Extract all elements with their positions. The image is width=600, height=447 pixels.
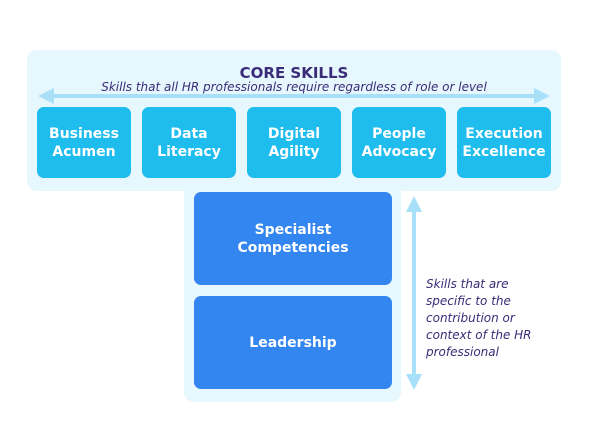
label: People bbox=[372, 125, 426, 142]
vertical-double-arrow bbox=[406, 196, 422, 390]
label: Execution bbox=[465, 125, 543, 142]
core-skills-title: CORE SKILLS bbox=[239, 64, 349, 82]
leadership-box: Leadership bbox=[194, 296, 392, 389]
label: Excellence bbox=[462, 143, 546, 160]
label: Literacy bbox=[157, 143, 221, 160]
label: Digital bbox=[267, 125, 321, 142]
label: Leadership bbox=[249, 334, 337, 351]
horizontal-double-arrow bbox=[38, 88, 550, 104]
label: Agility bbox=[268, 143, 320, 160]
label: Acumen bbox=[52, 143, 116, 160]
label: Advocacy bbox=[361, 143, 437, 160]
side-note: Skills that are specific to the contribu… bbox=[426, 277, 532, 359]
label: Business bbox=[49, 125, 119, 142]
label: Competencies bbox=[237, 239, 349, 256]
label: Data bbox=[170, 125, 208, 142]
label: Specialist bbox=[254, 221, 332, 238]
core-skills-subtitle: Skills that all HR professionals require… bbox=[101, 80, 487, 94]
